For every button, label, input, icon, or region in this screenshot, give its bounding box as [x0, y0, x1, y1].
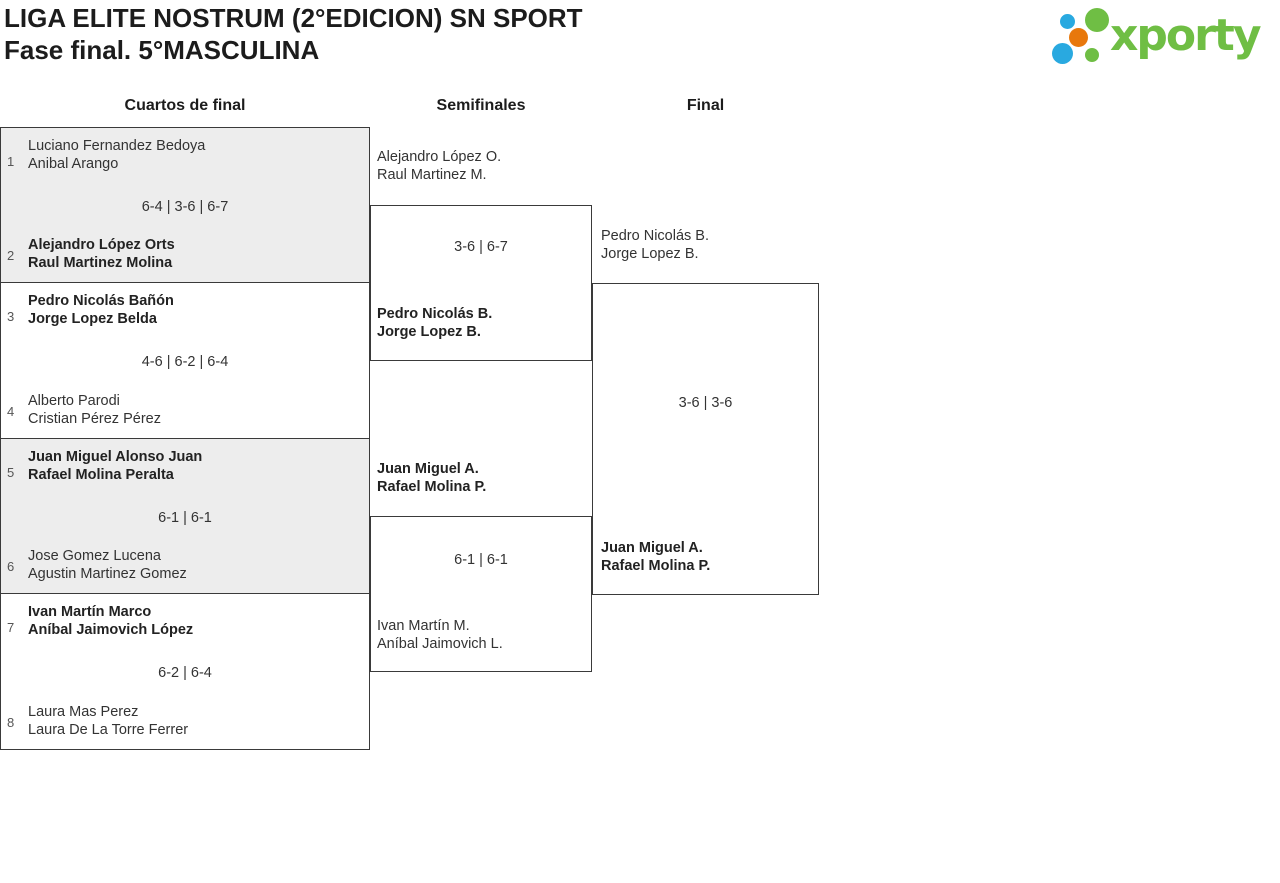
- player-name: Laura Mas Perez: [28, 704, 139, 720]
- team-pair: Laura Mas Perez Laura De La Torre Ferrer: [28, 703, 188, 739]
- player-name: Anibal Arango: [28, 156, 119, 172]
- team-pair: Pedro Nicolás Bañón Jorge Lopez Belda: [28, 292, 174, 328]
- player-name: Juan Miguel Alonso Juan: [28, 449, 203, 465]
- team-label: Alejandro López O. Raul Martinez M.: [377, 148, 501, 184]
- player-name: Raul Martinez M.: [377, 167, 487, 183]
- logo-dot-icon: [1085, 48, 1099, 62]
- player-name: Rafael Molina Peralta: [28, 467, 174, 483]
- logo-dot-icon: [1060, 14, 1075, 29]
- player-name: Alberto Parodi: [28, 393, 120, 409]
- player-name: Raul Martinez Molina: [28, 255, 173, 271]
- player-name: Ivan Martín Marco: [28, 604, 152, 620]
- match-box-sf2: 6-1 | 6-1: [370, 516, 592, 672]
- match-box-qf1: 1 Luciano Fernandez Bedoya Anibal Arango…: [0, 127, 370, 283]
- match-score: 6-2 | 6-4: [158, 665, 212, 681]
- seed-number: 6: [7, 559, 15, 574]
- team-pair: Jose Gomez Lucena Agustin Martinez Gomez: [28, 547, 187, 583]
- match-score: 6-4 | 3-6 | 6-7: [141, 199, 229, 215]
- match-box-qf3: 5 Juan Miguel Alonso Juan Rafael Molina …: [0, 438, 370, 594]
- team-label: Juan Miguel A. Rafael Molina P.: [377, 460, 486, 496]
- player-name: Laura De La Torre Ferrer: [28, 722, 189, 738]
- player-name: Pedro Nicolás B.: [601, 228, 709, 244]
- xporty-logo[interactable]: xporty: [1045, 5, 1275, 77]
- tournament-title: LIGA ELITE NOSTRUM (2°EDICION) SN SPORT: [4, 3, 583, 33]
- match-score: 3-6 | 6-7: [454, 239, 508, 255]
- page-title: LIGA ELITE NOSTRUM (2°EDICION) SN SPORT …: [4, 2, 583, 66]
- team-label: Pedro Nicolás B. Jorge Lopez B.: [601, 227, 709, 263]
- team-label: Ivan Martín M. Aníbal Jaimovich L.: [377, 617, 503, 653]
- round-header-semifinals: Semifinales: [436, 97, 526, 114]
- player-name: Cristian Pérez Pérez: [28, 411, 161, 427]
- player-name: Pedro Nicolás B.: [377, 306, 493, 322]
- team-pair: Juan Miguel Alonso Juan Rafael Molina Pe…: [28, 448, 202, 484]
- team-pair: Ivan Martín Marco Aníbal Jaimovich López: [28, 603, 193, 639]
- player-name: Rafael Molina P.: [377, 479, 487, 495]
- match-box-final: 3-6 | 3-6: [592, 283, 819, 595]
- match-score: 6-1 | 6-1: [158, 510, 212, 526]
- match-score: 6-1 | 6-1: [454, 552, 508, 568]
- player-name: Jose Gomez Lucena: [28, 548, 161, 564]
- logo-dot-icon: [1085, 8, 1109, 32]
- logo-dot-icon: [1052, 43, 1073, 64]
- player-name: Rafael Molina P.: [601, 558, 711, 574]
- match-box-qf4: 7 Ivan Martín Marco Aníbal Jaimovich Lóp…: [0, 593, 370, 750]
- player-name: Pedro Nicolás Bañón: [28, 293, 174, 309]
- seed-number: 7: [7, 620, 15, 635]
- player-name: Luciano Fernandez Bedoya: [28, 138, 206, 154]
- team-pair: Alejandro López Orts Raul Martinez Molin…: [28, 236, 175, 272]
- team-pair: Luciano Fernandez Bedoya Anibal Arango: [28, 137, 205, 173]
- match-score: 3-6 | 3-6: [678, 395, 733, 411]
- player-name: Jorge Lopez B.: [377, 324, 481, 340]
- logo-wordmark: xporty: [1110, 10, 1262, 61]
- logo-dot-icon: [1069, 28, 1088, 47]
- player-name: Aníbal Jaimovich López: [28, 622, 194, 638]
- player-name: Aníbal Jaimovich L.: [377, 636, 503, 652]
- seed-number: 3: [7, 309, 15, 324]
- player-name: Agustin Martinez Gomez: [28, 566, 187, 582]
- seed-number: 2: [7, 248, 15, 263]
- player-name: Ivan Martín M.: [377, 618, 470, 634]
- match-box-sf1: 3-6 | 6-7: [370, 205, 592, 361]
- seed-number: 8: [7, 715, 15, 730]
- match-box-qf2: 3 Pedro Nicolás Bañón Jorge Lopez Belda …: [0, 282, 370, 439]
- team-label: Juan Miguel A. Rafael Molina P.: [601, 539, 710, 575]
- round-header-quarterfinals: Cuartos de final: [124, 97, 246, 114]
- match-score: 4-6 | 6-2 | 6-4: [141, 354, 229, 370]
- seed-number: 1: [7, 154, 15, 169]
- seed-number: 4: [7, 404, 15, 419]
- tournament-subtitle: Fase final. 5°MASCULINA: [4, 35, 320, 65]
- team-pair: Alberto Parodi Cristian Pérez Pérez: [28, 392, 161, 428]
- player-name: Alejandro López O.: [377, 149, 502, 165]
- team-label: Pedro Nicolás B. Jorge Lopez B.: [377, 305, 492, 341]
- round-header-final: Final: [686, 97, 725, 114]
- player-name: Juan Miguel A.: [601, 540, 703, 556]
- player-name: Jorge Lopez B.: [601, 246, 699, 262]
- player-name: Juan Miguel A.: [377, 461, 479, 477]
- player-name: Alejandro López Orts: [28, 237, 175, 253]
- seed-number: 5: [7, 465, 15, 480]
- player-name: Jorge Lopez Belda: [28, 311, 157, 327]
